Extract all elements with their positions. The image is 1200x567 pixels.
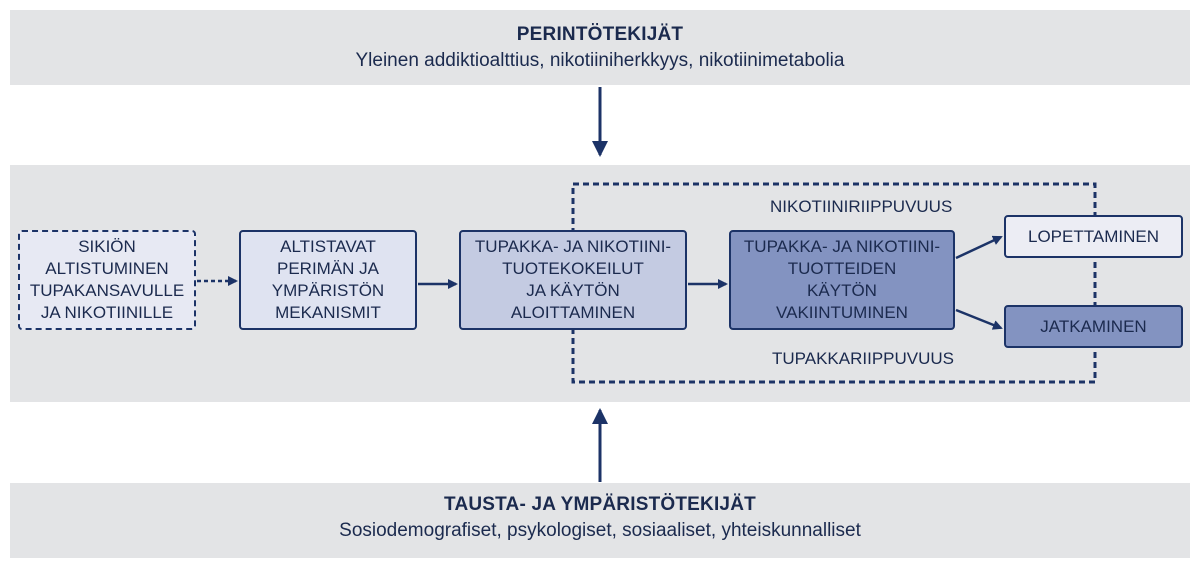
fetal-exposure-line: SIKIÖN: [78, 237, 136, 256]
fetal-exposure-line: JA NIKOTIINILLE: [40, 303, 174, 322]
continuing-box: JATKAMINEN: [1004, 305, 1183, 348]
establishment-line: VAKIINTUMINEN: [776, 303, 908, 322]
establishment-box: TUPAKKA- JA NIKOTIINI- TUOTTEIDEN KÄYTÖN…: [729, 230, 955, 330]
quitting-label: LOPETTAMINEN: [1028, 226, 1159, 246]
arrow-to-jatkaminen: [955, 308, 1003, 330]
genetic-factors-band: PERINTÖTEKIJÄT Yleinen addiktioalttius, …: [10, 10, 1190, 85]
predisposing-mechanisms-box: ALTISTAVAT PERIMÄN JA YMPÄRISTÖN MEKANIS…: [239, 230, 417, 330]
fetal-exposure-line: TUPAKANSAVULLE: [29, 281, 185, 300]
nicotine-dependency-label: NIKOTIINIRIIPPUVUUS: [770, 197, 953, 216]
predisposing-line: ALTISTAVAT: [280, 237, 376, 256]
experimentation-line: TUOTEKOKEILUT: [502, 259, 644, 278]
quitting-box: LOPETTAMINEN: [1004, 215, 1183, 258]
experimentation-line: TUPAKKA- JA NIKOTIINI-: [474, 237, 672, 256]
establishment-line: TUOTTEIDEN: [787, 259, 897, 278]
continuing-label: JATKAMINEN: [1040, 316, 1147, 336]
background-factors-title: TAUSTA- JA YMPÄRISTÖTEKIJÄT: [444, 494, 756, 515]
experimentation-box: TUPAKKA- JA NIKOTIINI- TUOTEKOKEILUT JA …: [459, 230, 687, 330]
genetic-factors-subtitle: Yleinen addiktioalttius, nikotiiniherkky…: [355, 50, 845, 71]
predisposing-line: YMPÄRISTÖN: [271, 281, 385, 300]
tobacco-dependency-label: TUPAKKARIIPPUVUUS: [772, 349, 955, 368]
experimentation-line: ALOITTAMINEN: [510, 303, 636, 322]
background-factors-subtitle: Sosiodemografiset, psykologiset, sosiaal…: [339, 520, 861, 541]
experimentation-line: JA KÄYTÖN: [526, 281, 620, 300]
fetal-exposure-box: SIKIÖN ALTISTUMINEN TUPAKANSAVULLE JA NI…: [18, 230, 196, 330]
fetal-exposure-line: ALTISTUMINEN: [45, 259, 169, 278]
arrow-to-lopettaminen: [955, 235, 1003, 260]
establishment-line: TUPAKKA- JA NIKOTIINI-: [743, 237, 941, 256]
predisposing-line: PERIMÄN JA: [276, 259, 380, 278]
background-factors-band: TAUSTA- JA YMPÄRISTÖTEKIJÄT Sosiodemogra…: [10, 483, 1190, 558]
genetic-factors-title: PERINTÖTEKIJÄT: [516, 24, 684, 45]
predisposing-line: MEKANISMIT: [275, 303, 381, 322]
establishment-line: KÄYTÖN: [807, 281, 877, 300]
